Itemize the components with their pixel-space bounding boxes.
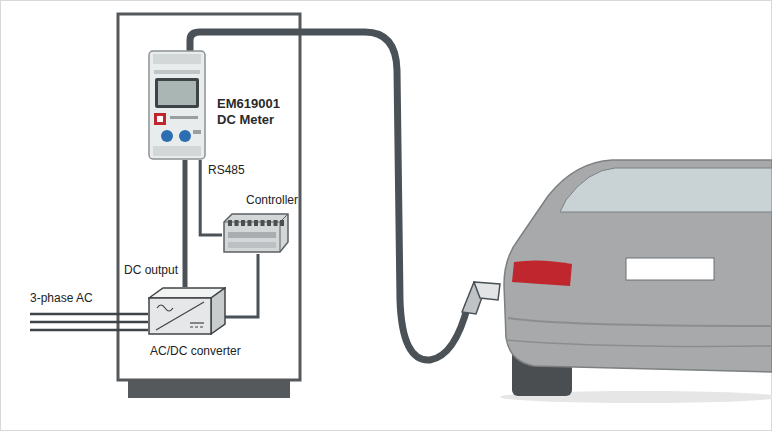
meter-drawing: [148, 50, 206, 160]
car: [500, 160, 772, 403]
node-label: AC/DC converter: [150, 344, 241, 358]
dc-meter: EM619001 DC Meter: [148, 50, 206, 160]
node-label: EM619001 DC Meter: [217, 96, 293, 127]
connector: [183, 160, 188, 287]
ac-input-lines: [30, 314, 148, 330]
controller-drawing: [222, 212, 290, 254]
charger-cabinet: [118, 14, 300, 398]
ac-dc-converter: AC/DC converter: [148, 287, 226, 335]
node-label: Controller: [246, 193, 298, 207]
edge-label: DC output: [123, 263, 179, 277]
charging-cable: [190, 32, 500, 360]
signal-label: 3-phase AC: [30, 291, 93, 305]
controller: Controller: [222, 212, 290, 254]
converter-drawing: [148, 287, 226, 335]
edge-label: RS485: [207, 163, 246, 177]
